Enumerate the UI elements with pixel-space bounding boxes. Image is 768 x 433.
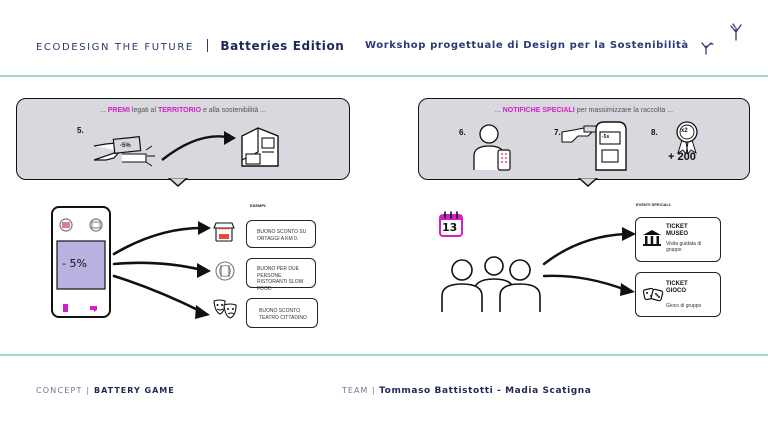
example-card-3: BUONO SCONTO TEATRO CITTADINO bbox=[246, 298, 318, 328]
header-divider bbox=[0, 75, 768, 77]
event-arrows bbox=[542, 227, 636, 296]
theatre-masks-icon bbox=[213, 299, 237, 319]
footer-concept: CONCEPT | BATTERY GAME bbox=[36, 386, 175, 395]
concept-label: CONCEPT bbox=[36, 386, 83, 395]
footer-separator: | bbox=[371, 386, 380, 395]
footer-team: TEAM | Tommaso Battistotti - Madia Scati… bbox=[342, 386, 591, 396]
rewards-bubble: ... PREMI legati al TERRITORIO e alla so… bbox=[16, 98, 350, 180]
medal-multiplier: x2 bbox=[681, 128, 688, 134]
header-brand-block: ECODESIGN THE FUTURE Batteries Edition bbox=[36, 39, 344, 53]
example-text-3: BUONO SCONTO TEATRO CITTADINO bbox=[259, 308, 307, 321]
title-text: e alla sostenibilità ... bbox=[201, 107, 266, 114]
step-5-number: 5. bbox=[77, 126, 84, 135]
phone-illustration bbox=[51, 206, 111, 318]
footer-divider bbox=[0, 354, 768, 356]
museum-icon bbox=[643, 230, 661, 246]
calendar-icon bbox=[439, 211, 463, 237]
notifications-bubble-title: ... NOTIFICHE SPECIALI per massimizzare … bbox=[419, 107, 749, 114]
title-text: ... bbox=[99, 107, 108, 114]
title-highlight-premi: PREMI bbox=[107, 107, 130, 114]
step-8-number: 8. bbox=[651, 128, 658, 137]
reward-arrows bbox=[112, 221, 211, 319]
bubble-pointer bbox=[168, 178, 188, 188]
title-highlight-territorio: TERRITORIO bbox=[157, 107, 202, 114]
battery-insert-icon bbox=[561, 121, 627, 171]
coupon-label: -5% bbox=[120, 143, 131, 149]
battery-machine-icon bbox=[241, 127, 279, 167]
arrow-to-machine bbox=[161, 131, 236, 161]
plate-cutlery-icon bbox=[215, 261, 235, 281]
ticket-desc-gioco: Gioco di gruppo bbox=[666, 303, 702, 309]
market-stall-icon bbox=[213, 222, 235, 242]
machine-label: -5s bbox=[602, 134, 610, 140]
ticket-card-gioco: TICKET GIOCO Gioco di gruppo bbox=[635, 272, 721, 317]
example-text-2: BUONO PER DUE PERSONE RISTORANTI SLOW FO… bbox=[257, 266, 304, 292]
edition-title: Batteries Edition bbox=[220, 39, 345, 53]
ticket-card-museo: TICKET MUSEO Visita guidata di gruppo bbox=[635, 217, 721, 262]
dice-icon bbox=[642, 287, 664, 302]
example-card-2: BUONO PER DUE PERSONE RISTORANTI SLOW FO… bbox=[246, 258, 316, 292]
bubble-pointer bbox=[578, 178, 598, 188]
person-phone-icon bbox=[473, 124, 511, 171]
rewards-bubble-title: ... PREMI legati al TERRITORIO e alla so… bbox=[17, 107, 349, 114]
header: ECODESIGN THE FUTURE Batteries Edition W… bbox=[0, 0, 768, 77]
title-text: ... bbox=[494, 107, 503, 114]
bonus-points: + 200 bbox=[668, 151, 696, 163]
example-text-1: BUONO SCONTO SU ORTAGGI A KM 0. bbox=[257, 229, 307, 242]
logo-icon bbox=[701, 23, 742, 55]
step-6-number: 6. bbox=[459, 128, 466, 137]
brand-title: ECODESIGN THE FUTURE bbox=[36, 42, 194, 53]
title-text: legati al bbox=[129, 107, 158, 114]
ticket-title-museo: TICKET MUSEO bbox=[666, 224, 689, 237]
footer-separator: | bbox=[86, 386, 95, 395]
calendar-day: 13 bbox=[442, 221, 458, 234]
examples-label: ESEMPI: bbox=[250, 203, 267, 208]
team-value: Tommaso Battistotti - Madia Scatigna bbox=[379, 386, 592, 396]
phone-discount-label: - 5% bbox=[62, 257, 87, 270]
hand-coupon-icon bbox=[93, 136, 155, 167]
step-7-number: 7. bbox=[554, 128, 561, 137]
title-highlight-notifiche: NOTIFICHE SPECIALI bbox=[502, 107, 575, 114]
team-label: TEAM bbox=[342, 386, 369, 395]
medal-icon bbox=[676, 121, 698, 154]
events-label: EVENTI SPECIALI: bbox=[636, 202, 672, 207]
workshop-subtitle: Workshop progettuale di Design per la So… bbox=[365, 40, 689, 51]
ticket-desc-museo: Visita guidata di gruppo bbox=[666, 241, 702, 254]
example-card-1: BUONO SCONTO SU ORTAGGI A KM 0. bbox=[246, 220, 316, 248]
concept-value: BATTERY GAME bbox=[94, 386, 175, 395]
people-group-icon bbox=[441, 256, 541, 312]
ticket-title-gioco: TICKET GIOCO bbox=[666, 281, 688, 294]
title-text: per massimizzare la raccolta ... bbox=[574, 107, 674, 114]
header-separator bbox=[206, 39, 208, 52]
